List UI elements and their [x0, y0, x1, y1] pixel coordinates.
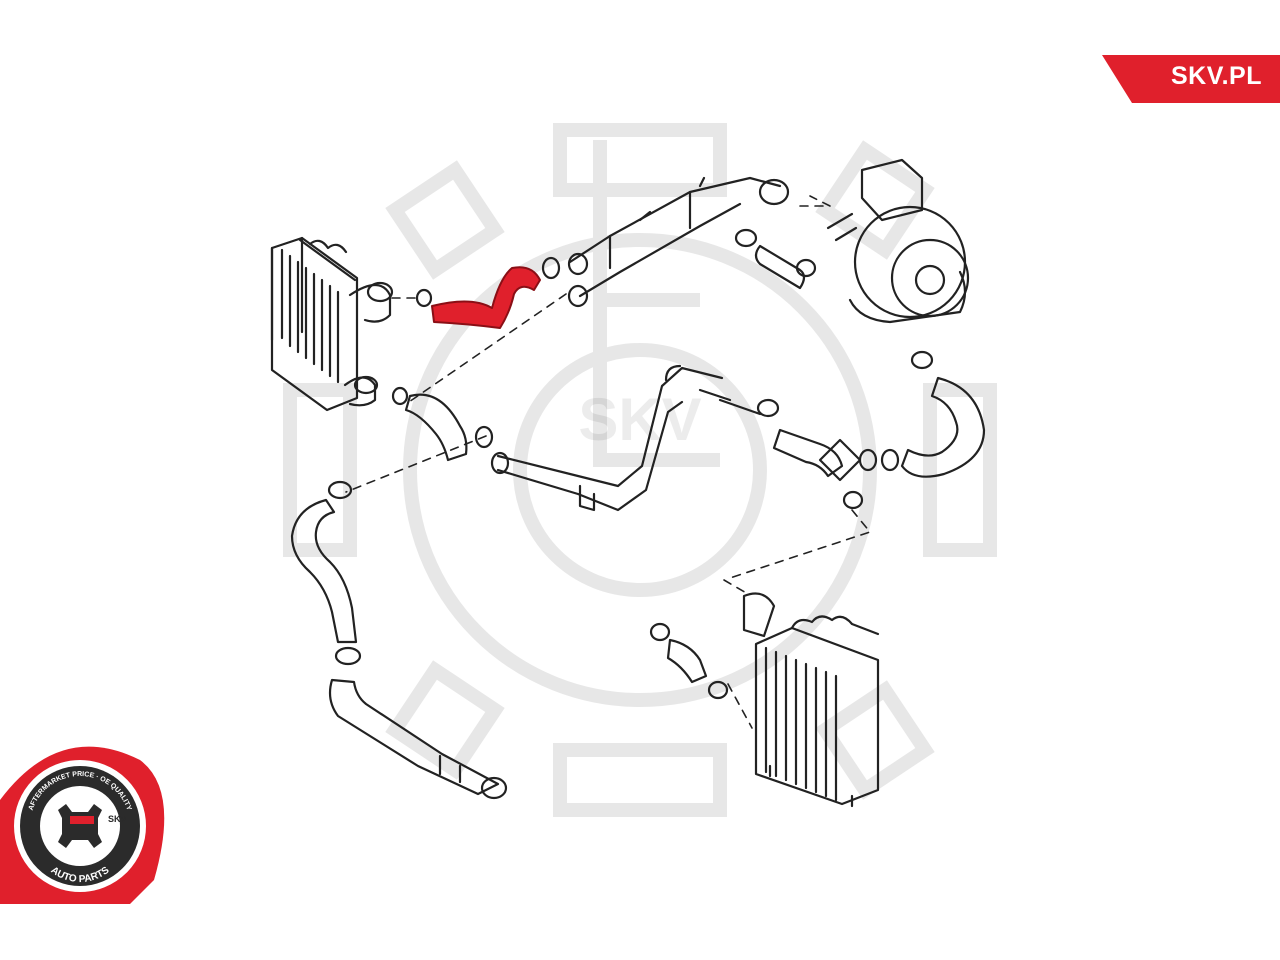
intercooler-right[interactable]: [666, 592, 880, 808]
charge-air-hose-highlighted[interactable]: [431, 266, 541, 329]
footer-band: [0, 904, 1280, 960]
charge-air-pipe-lower[interactable]: [404, 364, 762, 512]
gear-icon: [58, 804, 102, 848]
coolant-return-pipe[interactable]: [290, 498, 508, 800]
brand-site-label[interactable]: SKV.PL: [1170, 62, 1262, 90]
skv-auto-parts-badge[interactable]: [0, 746, 165, 904]
elbow-hose-right[interactable]: [772, 376, 986, 482]
assembly-leader-lines: [345, 195, 871, 729]
intercooler-left[interactable]: [270, 236, 394, 412]
brand-tab: [1102, 55, 1280, 103]
o-rings[interactable]: [391, 288, 864, 700]
watermark-text: SKV: [578, 386, 701, 453]
turbocharger[interactable]: [754, 158, 970, 324]
gear-e-watermark-icon: [283, 123, 997, 817]
charge-air-pipe-upper[interactable]: [567, 176, 790, 308]
